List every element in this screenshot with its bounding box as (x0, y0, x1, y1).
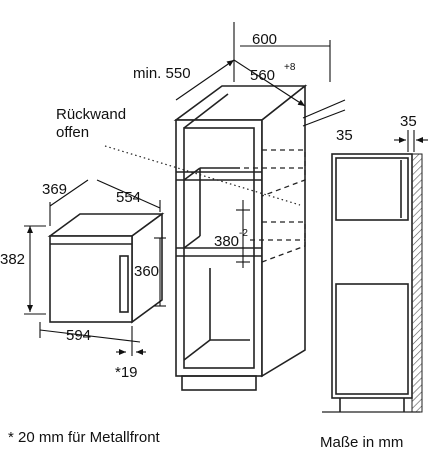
dim-front-width: 594 (66, 327, 91, 344)
dim-niche-height: 380 (214, 233, 239, 250)
dim-rear-gap: 35 (400, 113, 417, 130)
dim-appliance-depth: 369 (42, 181, 67, 198)
side-view (322, 153, 420, 413)
dim-niche-width-tolerance: +8 (284, 62, 296, 73)
dim-appliance-inner-height: 360 (134, 263, 159, 280)
niche-dashed-outline (244, 149, 306, 263)
dim-niche-height-tolerance: -2 (239, 228, 248, 239)
appliance (47, 212, 165, 324)
top-dimension-lines (175, 22, 346, 127)
units-label: Maße in mm (320, 434, 403, 451)
rear-gap-dimension (394, 130, 428, 152)
dim-cabinet-width: 600 (252, 31, 277, 48)
rear-wall-label-line1: Rückwand (56, 106, 126, 123)
dim-niche-width: 560 (250, 67, 275, 84)
dim-appliance-width: 554 (116, 189, 141, 206)
rear-wall-label-line2: offen (56, 124, 89, 141)
footnote-metal-front: * 20 mm für Metallfront (8, 429, 161, 446)
cabinet (173, 84, 308, 391)
dim-min-depth: min. 550 (133, 65, 191, 82)
niche-height-dimension (236, 200, 250, 268)
appliance-dimension-lines (24, 179, 166, 356)
wall-hatch (411, 153, 423, 413)
dim-side-offset: 35 (336, 127, 353, 144)
dim-front-thickness: *19 (115, 364, 138, 381)
dim-appliance-height: 382 (0, 251, 25, 268)
